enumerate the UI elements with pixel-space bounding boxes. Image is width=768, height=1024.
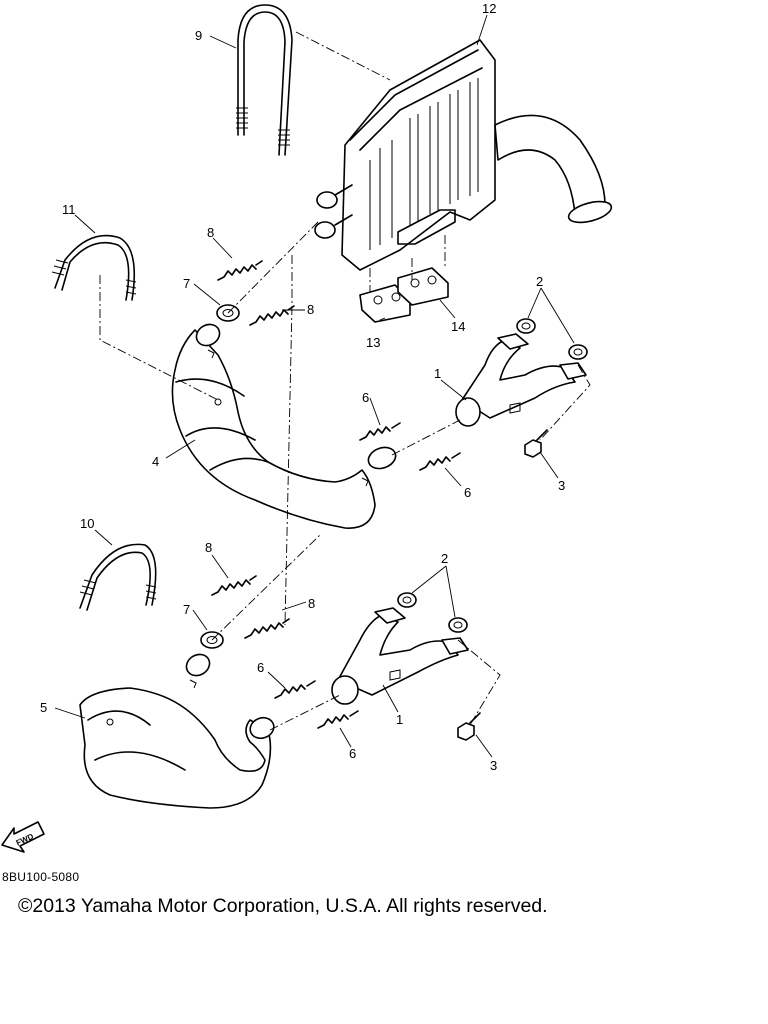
callout-2-a: 2 [536,274,543,289]
spring-part-6-lower-b [317,710,359,729]
spring-part-6-lower-a [274,680,316,699]
callout-8-b: 8 [307,302,314,317]
callout-2-b: 2 [441,551,448,566]
bracket-part-14 [397,267,449,306]
gasket-part-2-upper [516,318,588,360]
callout-10: 10 [80,516,94,531]
callout-8-c: 8 [205,540,212,555]
spring-part-8-lower-a [211,575,257,596]
bolt-part-3-lower [457,712,481,741]
spring-part-8-upper-b [249,305,295,326]
callout-11: 11 [62,202,76,217]
expansion-chamber-part-4 [171,323,397,529]
callout-6-a: 6 [362,390,369,405]
callout-numbers: 9 12 11 8 7 8 2 14 13 1 6 4 6 3 10 8 2 8… [40,1,565,773]
callout-12: 12 [482,1,496,16]
bracket-part-13 [359,284,411,323]
gasket-part-2-lower [397,592,468,633]
spring-part-6-upper-b [419,452,461,471]
strap-part-10 [79,543,157,611]
callout-8-d: 8 [308,596,315,611]
expansion-chamber-part-5 [79,653,275,809]
callout-7-a: 7 [183,276,190,291]
callout-5: 5 [40,700,47,715]
spring-part-8-upper-a [217,260,263,281]
callout-1-b: 1 [396,712,403,727]
bolt-part-3-upper [524,429,548,458]
callout-13: 13 [366,335,380,350]
callout-4: 4 [152,454,159,469]
assembly-centerlines [99,31,591,731]
copyright-notice: ©2013 Yamaha Motor Corporation, U.S.A. A… [18,895,548,917]
callout-6-d: 6 [349,746,356,761]
callout-1-a: 1 [434,366,441,381]
callout-9: 9 [195,28,202,43]
callout-6-c: 6 [257,660,264,675]
drawing-code: 8BU100-5080 [2,870,80,884]
muffler-part-12 [314,39,613,271]
spring-part-6-upper-a [359,422,401,441]
leader-lines [54,14,575,758]
callout-8-a: 8 [207,225,214,240]
callout-6-b: 6 [464,485,471,500]
callout-14: 14 [451,319,465,334]
callout-7-b: 7 [183,602,190,617]
manifold-part-1-upper [455,333,587,427]
forward-arrow-icon: FWD [1,821,45,853]
callout-3-a: 3 [558,478,565,493]
strap-part-11 [51,234,137,301]
callout-3-b: 3 [490,758,497,773]
strap-part-9 [236,4,293,156]
spring-part-8-lower-b [244,618,290,639]
manifold-part-1-lower [331,607,469,705]
